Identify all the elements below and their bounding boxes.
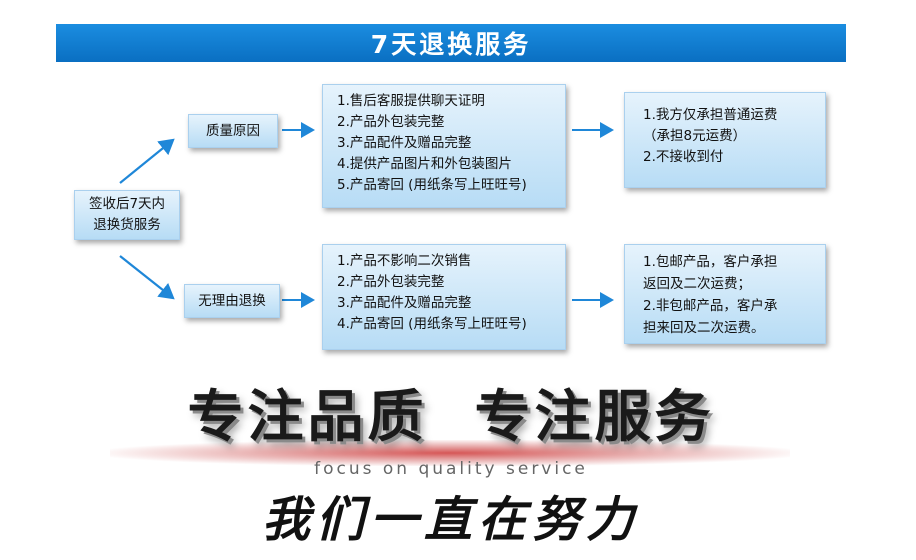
result-item: 担来回及二次运费。 xyxy=(643,320,765,336)
condition-item: 3.产品配件及赠品完整 xyxy=(337,135,472,151)
result-item: 返回及二次运费； xyxy=(643,276,751,292)
quality-results-box: 1.我方仅承担普通运费 （承担8元运费） 2.不接收到付 xyxy=(624,92,826,188)
branch-noreason-label: 无理由退换 xyxy=(184,284,280,318)
branch-label: 质量原因 xyxy=(206,122,260,139)
condition-item: 1.产品不影响二次销售 xyxy=(337,253,472,269)
condition-item: 4.提供产品图片和外包装图片 xyxy=(337,156,512,172)
arrow-root-to-quality xyxy=(119,138,175,184)
branch-label: 无理由退换 xyxy=(198,292,266,309)
banner-title: 7天退换服务 xyxy=(370,30,532,59)
noreason-conditions-box: 1.产品不影响二次销售 2.产品外包装完整 3.产品配件及赠品完整 4.产品寄回… xyxy=(322,244,566,350)
root-node: 签收后7天内 退换货服务 xyxy=(74,190,180,240)
title-banner: 7天退换服务 xyxy=(56,24,846,62)
noreason-results-box: 1.包邮产品，客户承担 返回及二次运费； 2.非包邮产品，客户承 担来回及二次运… xyxy=(624,244,826,344)
root-node-line1: 签收后7天内 xyxy=(88,196,166,212)
condition-item: 5.产品寄回 (用纸条写上旺旺号) xyxy=(337,177,527,193)
slogan-glow xyxy=(110,440,790,466)
condition-item: 3.产品配件及赠品完整 xyxy=(337,295,472,311)
condition-item: 2.产品外包装完整 xyxy=(337,274,445,290)
condition-item: 1.售后客服提供聊天证明 xyxy=(337,93,485,109)
slogan-main: 专注品质 专注服务 xyxy=(187,384,715,450)
result-item: 2.不接收到付 xyxy=(643,149,724,165)
arrow-root-to-noreason xyxy=(119,255,175,300)
result-item: 1.我方仅承担普通运费 xyxy=(643,107,778,123)
condition-item: 2.产品外包装完整 xyxy=(337,114,445,130)
condition-item: 4.产品寄回 (用纸条写上旺旺号) xyxy=(337,316,527,332)
branch-quality-label: 质量原因 xyxy=(188,114,278,148)
quality-conditions-box: 1.售后客服提供聊天证明 2.产品外包装完整 3.产品配件及赠品完整 4.提供产… xyxy=(322,84,566,208)
slogan-effort: 我们一直在努力 xyxy=(261,492,640,548)
result-item: 2.非包邮产品，客户承 xyxy=(643,298,778,314)
result-item: 1.包邮产品，客户承担 xyxy=(643,254,778,270)
root-node-line2: 退换货服务 xyxy=(93,217,161,233)
result-item: （承担8元运费） xyxy=(643,128,747,144)
slogan-tagline: focus on quality service xyxy=(314,459,588,479)
